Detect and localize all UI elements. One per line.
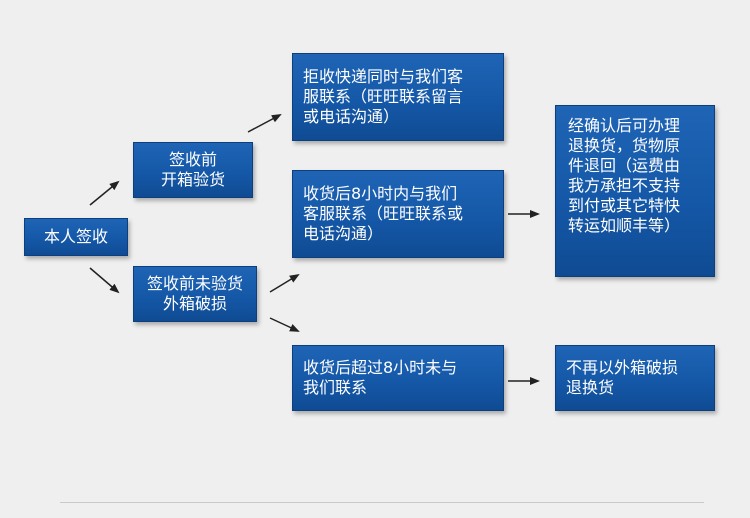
node-return-after-confirm: 经确认后可办理 退换货，货物原 件退回（运费由 我方承担不支持 到付或其它特快 … xyxy=(555,105,715,277)
arrow-root-to-check xyxy=(89,180,120,206)
arrow-nocheck-to-after xyxy=(269,317,300,332)
node-label: 收货后8小时内与我们 客服联系（旺旺联系或 电话沟通） xyxy=(303,184,464,243)
node-label: 拒收快递同时与我们客 服联系（旺旺联系留言 或电话沟通） xyxy=(303,67,464,126)
node-damaged-outer-box: 签收前未验货 外箱破损 xyxy=(133,266,257,322)
node-contact-within-8h: 收货后8小时内与我们 客服联系（旺旺联系或 电话沟通） xyxy=(292,170,504,258)
node-label: 本人签收 xyxy=(43,227,108,246)
node-inspect-before-sign: 签收前 开箱验货 xyxy=(133,142,253,198)
arrow-check-to-refuse xyxy=(247,114,282,133)
node-label: 不再以外箱破损 退换货 xyxy=(566,358,679,397)
bottom-divider xyxy=(60,502,704,503)
arrow-root-to-nocheck xyxy=(89,267,120,294)
node-label: 收货后超过8小时未与 我们联系 xyxy=(303,358,458,397)
node-label: 经确认后可办理 退换货，货物原 件退回（运费由 我方承担不支持 到付或其它特快 … xyxy=(568,116,681,235)
node-self-sign: 本人签收 xyxy=(24,218,128,256)
node-no-contact-after-8h: 收货后超过8小时未与 我们联系 xyxy=(292,345,504,411)
node-refuse-and-contact: 拒收快递同时与我们客 服联系（旺旺联系留言 或电话沟通） xyxy=(292,53,504,141)
node-label: 签收前 开箱验货 xyxy=(160,150,225,189)
node-no-return: 不再以外箱破损 退换货 xyxy=(555,345,715,411)
arrow-nocheck-to-within xyxy=(269,273,300,293)
node-label: 签收前未验货 外箱破损 xyxy=(146,274,243,313)
